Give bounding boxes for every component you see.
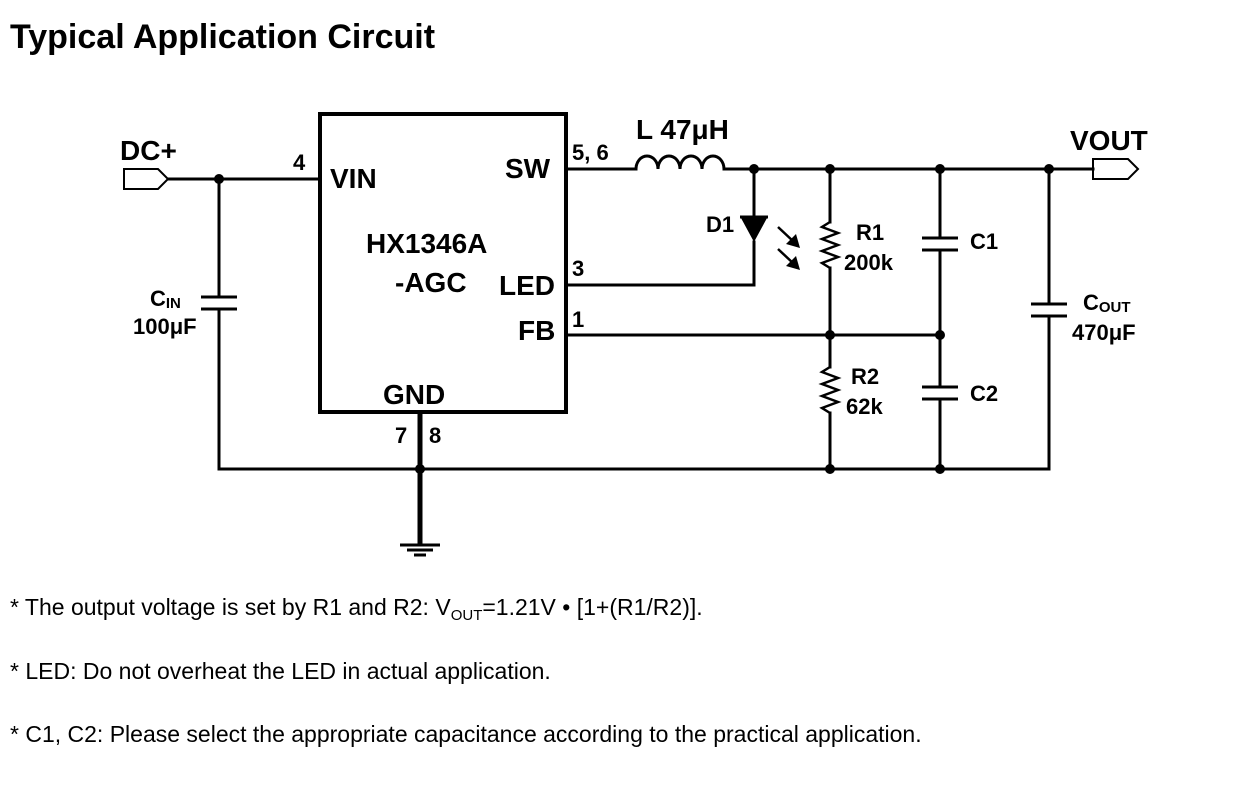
r1-name: R1 — [856, 220, 884, 245]
vout-output-port — [1092, 158, 1140, 180]
gnd-pin-number-a: 7 — [395, 423, 407, 448]
gnd-pin-number-b: 8 — [429, 423, 441, 448]
vout-label: VOUT — [1070, 125, 1148, 156]
sw-pin-number: 5, 6 — [572, 140, 609, 165]
dc-input-label: DC+ — [120, 135, 177, 166]
page-title: Typical Application Circuit — [10, 18, 436, 56]
cout-label: COUT — [1083, 290, 1131, 316]
cout-label-main: C — [1083, 290, 1099, 315]
d1-label: D1 — [706, 212, 734, 237]
ic-body — [318, 112, 568, 414]
r1-value: 200k — [844, 250, 894, 275]
vin-pin-label: VIN — [330, 163, 377, 194]
cin-label: CIN — [150, 286, 181, 312]
note-led: * LED: Do not overheat the LED in actual… — [10, 658, 551, 684]
cout-value: 470μF — [1072, 320, 1136, 345]
fb-pin-label: FB — [518, 315, 555, 346]
inductor-coil — [634, 154, 726, 170]
inductor-label: L 47μH — [636, 114, 729, 145]
ic-name-line1: HX1346A — [366, 228, 487, 259]
ic-name-line2: -AGC — [395, 267, 467, 298]
r1-resistor — [818, 220, 842, 270]
r2-name: R2 — [851, 364, 879, 389]
sw-pin-label: SW — [505, 153, 551, 184]
led-arrowhead-1 — [786, 234, 800, 248]
cin-label-main: C — [150, 286, 166, 311]
r2-value: 62k — [846, 394, 883, 419]
junction-c2-gnd — [935, 464, 945, 474]
note1-text-pre: * The output voltage is set by R1 and R2… — [10, 594, 451, 620]
junction-fb — [825, 330, 835, 340]
cin-label-sub: IN — [166, 295, 181, 312]
c2-label: C2 — [970, 381, 998, 406]
cout-label-sub: OUT — [1099, 299, 1131, 316]
c1-label: C1 — [970, 229, 998, 254]
led-pin-number: 3 — [572, 256, 584, 281]
r2-resistor — [818, 365, 842, 415]
note1-text-post: =1.21V • [1+(R1/R2)]. — [482, 594, 703, 620]
cin-value: 100μF — [133, 314, 197, 339]
led-pin-label: LED — [499, 270, 555, 301]
gnd-pin-label: GND — [383, 379, 445, 410]
junction-gnd — [415, 464, 425, 474]
note-output-voltage: * The output voltage is set by R1 and R2… — [10, 594, 703, 624]
d1-triangle — [741, 218, 767, 242]
note-capacitors: * C1, C2: Please select the appropriate … — [10, 721, 922, 747]
led-arrowhead-2 — [786, 256, 800, 270]
junction-r2-gnd — [825, 464, 835, 474]
vin-pin-number: 4 — [293, 150, 306, 175]
note1-text-sub: OUT — [450, 607, 483, 624]
fb-pin-number: 1 — [572, 307, 584, 332]
dc-input-port — [123, 168, 170, 190]
